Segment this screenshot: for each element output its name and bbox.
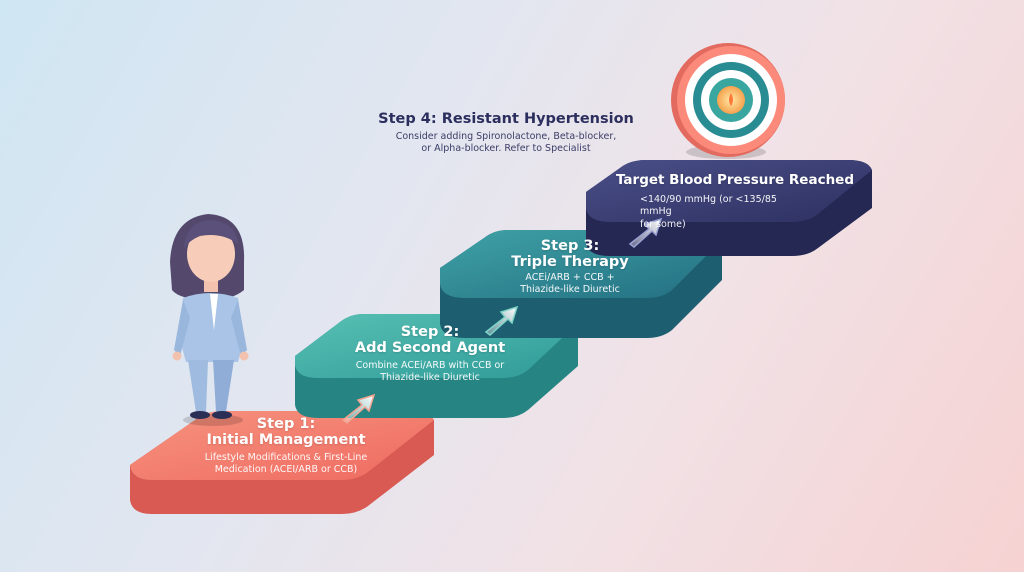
target-description: <140/90 mmHg (or <135/85 mmHg for some)	[640, 194, 790, 231]
target-title: Target Blood Pressure Reached	[615, 172, 855, 188]
up-right-arrow-icon	[628, 217, 663, 248]
step2-heading: Add Second Agent	[354, 340, 506, 357]
target-desc-line2: for some)	[640, 218, 686, 230]
step3-heading: Triple Therapy	[511, 254, 629, 271]
step2-desc-line2: Thiazide-like Diuretic	[380, 372, 480, 384]
step3-title: Step 3: Triple Therapy	[470, 238, 670, 270]
step4-title: Step 4: Resistant Hypertension	[378, 111, 634, 127]
step3-desc-line1: ACEi/ARB + CCB +	[525, 272, 615, 283]
step2-label: Step 2:	[400, 324, 460, 340]
doctor-figure-icon	[170, 214, 249, 426]
step3-label: Step 3:	[540, 238, 600, 254]
step3-description: ACEi/ARB + CCB + Thiazide-like Diuretic	[485, 272, 655, 297]
step1-title: Step 1: Initial Management	[176, 416, 396, 448]
step4-desc-line2: or Alpha-blocker. Refer to Specialist	[421, 143, 591, 155]
step1-platform	[130, 411, 434, 514]
step1-heading: Initial Management	[206, 432, 366, 449]
bullseye-target-icon	[671, 43, 785, 159]
target-desc-line1: <140/90 mmHg (or <135/85 mmHg	[640, 194, 777, 218]
step3-desc-line2: Thiazide-like Diuretic	[520, 284, 620, 296]
up-right-arrow-icon	[484, 305, 519, 336]
step2-platform	[295, 314, 578, 418]
step2-desc-line1: Combine ACEi/ARB with CCB or	[355, 360, 505, 371]
step2-title: Step 2: Add Second Agent	[320, 324, 540, 356]
step4-description: Consider adding Spironolactone, Beta-blo…	[376, 131, 636, 156]
step1-desc-line1: Lifestyle Modifications & First-Line	[204, 452, 368, 463]
up-right-arrow-icon	[341, 393, 376, 424]
step1-label: Step 1:	[256, 416, 316, 432]
step2-description: Combine ACEi/ARB with CCB or Thiazide-li…	[335, 360, 525, 385]
step4-desc-line1: Consider adding Spironolactone, Beta-blo…	[395, 131, 617, 142]
step1-description: Lifestyle Modifications & First-Line Med…	[186, 452, 386, 477]
step1-desc-line2: Medication (ACEI/ARB or CCB)	[214, 464, 358, 476]
